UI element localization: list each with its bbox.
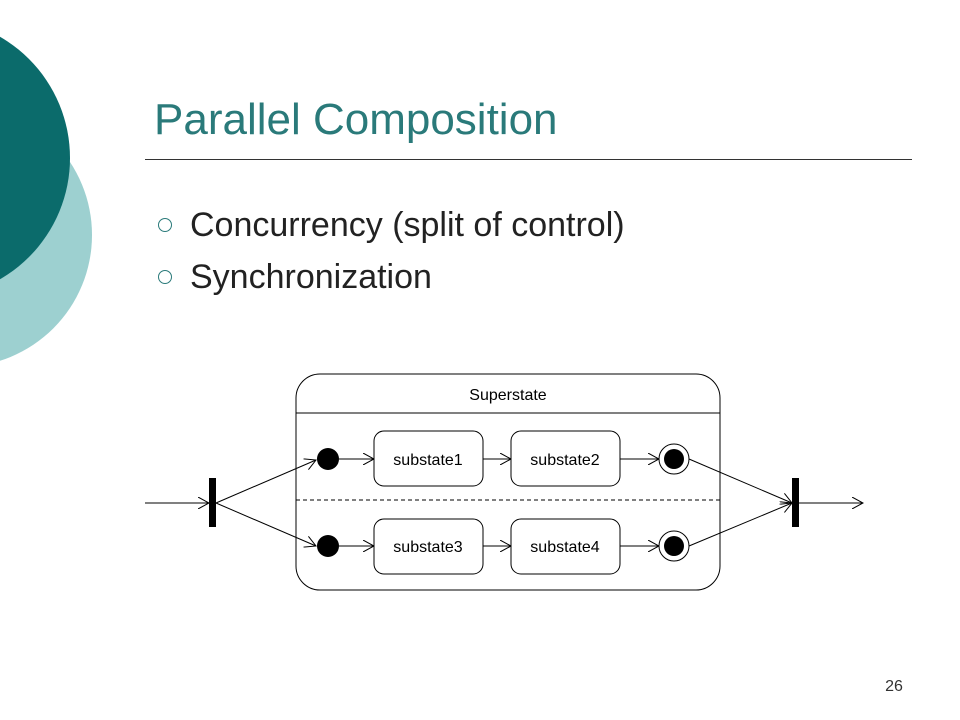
join-bar	[792, 478, 799, 527]
decor-dark-circle	[0, 36, 70, 280]
initial-state-top	[317, 448, 339, 470]
join-arrow-bottom	[688, 503, 792, 547]
bullet-text: Concurrency (split of control)	[190, 206, 625, 244]
circle-bullet-icon	[158, 270, 172, 284]
bullet-text: Synchronization	[190, 258, 432, 296]
substate4-label: substate4	[530, 539, 599, 556]
superstate-box	[295, 373, 721, 591]
substate1-label: substate1	[393, 452, 462, 469]
slide-title: Parallel Composition	[154, 95, 558, 144]
final-state-top	[664, 449, 684, 469]
fork-arrow-top	[215, 460, 316, 504]
fork-bar	[209, 478, 216, 527]
final-state-bottom	[664, 536, 684, 556]
page-number: 26	[885, 678, 903, 695]
substate3-label: substate3	[393, 539, 462, 556]
title-divider	[145, 159, 912, 160]
join-arrow-top	[688, 458, 792, 503]
decorative-circles	[0, 36, 92, 361]
circle-bullet-icon	[158, 218, 172, 232]
initial-state-bottom	[317, 535, 339, 557]
superstate-label: Superstate	[469, 387, 546, 404]
fork-arrow-bottom	[215, 502, 316, 546]
substate2-label: substate2	[530, 452, 599, 469]
